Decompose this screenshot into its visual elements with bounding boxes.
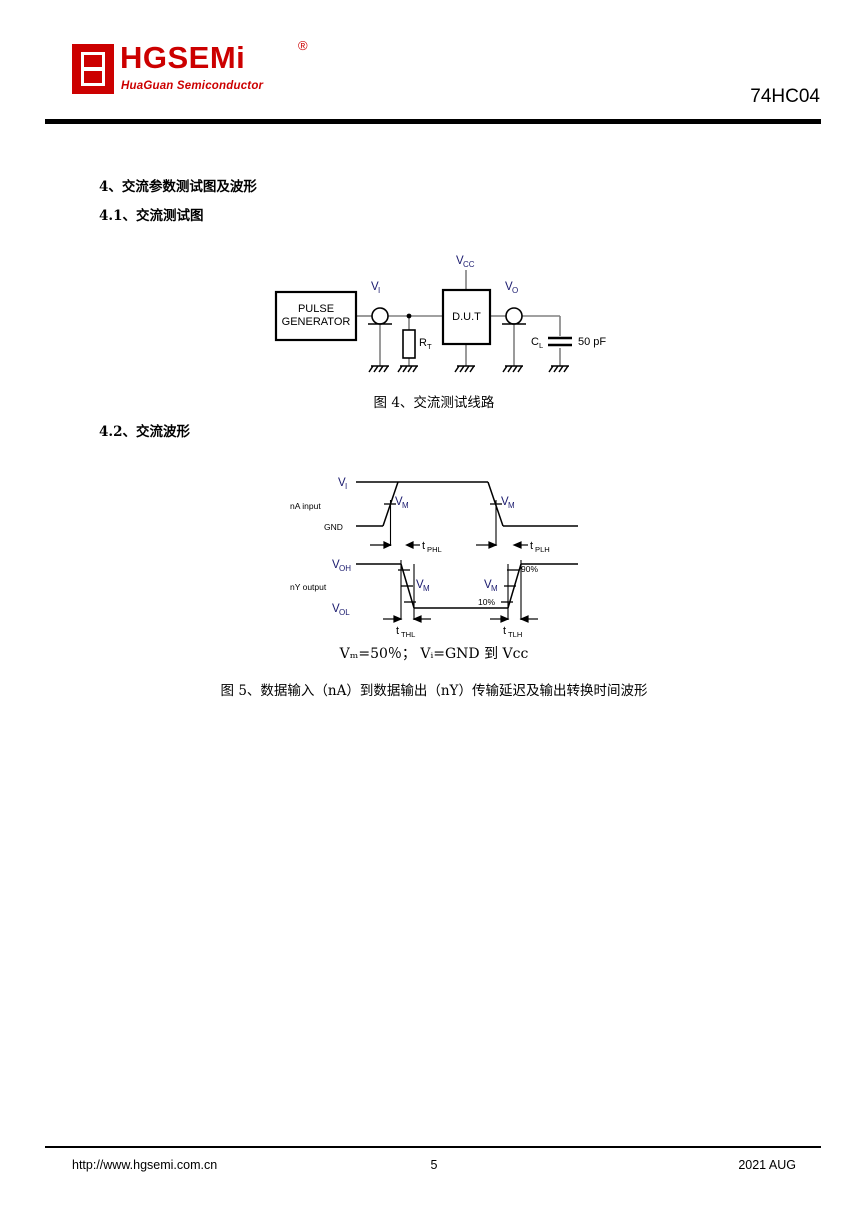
ground-symbol xyxy=(368,365,389,373)
output-vm-label-subscript-rise: M xyxy=(491,584,498,593)
output-vm-label-text-rise: V xyxy=(484,579,492,591)
vol-label-subscript: OL xyxy=(339,608,350,617)
tthl-label-subscript: THL xyxy=(401,630,415,638)
figure-5-caption: 图 5、数据输入（nA）到数据输出（nY）传输延迟及输出转换时间波形 xyxy=(220,683,648,699)
capacitance-value-label: 50 pF xyxy=(578,336,606,348)
vo-label-subscript: O xyxy=(512,286,518,295)
company-logo: HGSEMi ® HuaGuan Semiconductor xyxy=(72,38,332,108)
vi-probe: V I xyxy=(368,281,392,325)
header-divider xyxy=(45,119,821,124)
tplh-label-text: t xyxy=(530,540,533,552)
tphl-label-text: t xyxy=(422,540,425,552)
ground-symbol xyxy=(548,365,569,373)
output-waveform-trace xyxy=(356,563,578,609)
footer-website-url[interactable]: http://www.hgsemi.com.cn xyxy=(72,1158,218,1172)
output-reference-lines xyxy=(400,560,522,620)
circuit-wires xyxy=(356,270,561,366)
waveform-conditions-formula: Vₘ=50％； Vᵢ=GND 到 Vcc xyxy=(339,646,529,662)
input-vm-label-subscript-rise: M xyxy=(402,501,409,510)
vi-label-text: V xyxy=(371,281,379,293)
pulse-generator-label-line2: GENERATOR xyxy=(282,316,351,328)
dut-label: D.U.T xyxy=(452,311,481,323)
pulse-generator-box xyxy=(274,290,358,342)
rt-resistor: R T xyxy=(402,329,432,359)
ground-symbols xyxy=(368,365,569,373)
input-row-label: nA input xyxy=(290,501,321,511)
section-heading-4: 4、交流参数测试图及波形 xyxy=(99,179,257,195)
propagation-delay-markers xyxy=(370,541,528,549)
vi-waveform-label-text: V xyxy=(338,477,346,489)
ttlh-label-text: t xyxy=(503,625,506,637)
logo-tagline: HuaGuan Semiconductor xyxy=(121,80,264,92)
ground-symbol xyxy=(454,365,475,373)
section-heading-4-2: 4.2、交流波形 xyxy=(99,424,190,440)
junction-dot xyxy=(406,313,412,319)
vi-label-subscript: I xyxy=(378,286,380,295)
gnd-waveform-label: GND xyxy=(324,522,343,532)
ground-symbol xyxy=(502,365,523,373)
footer-divider xyxy=(45,1146,821,1148)
input-vm-label-text-fall: V xyxy=(501,496,509,508)
output-vm-label-text-fall: V xyxy=(416,579,424,591)
rt-label-subscript: T xyxy=(427,342,432,351)
tplh-label-subscript: PLH xyxy=(535,545,550,554)
input-reference-lines xyxy=(389,500,497,546)
transition-time-markers xyxy=(383,615,538,623)
ninety-percent-label: 90% xyxy=(521,564,538,574)
dut-box xyxy=(441,288,492,346)
output-vm-label-subscript-fall: M xyxy=(423,584,430,593)
vcc-label: V CC xyxy=(456,255,475,269)
ten-percent-label: 10% xyxy=(478,597,495,607)
registered-trademark-icon: ® xyxy=(298,38,308,53)
ttlh-label-subscript: TLH xyxy=(508,630,522,638)
logo-wordmark: HGSEMi xyxy=(120,40,246,75)
vi-waveform-label-subscript: I xyxy=(345,482,347,491)
rt-label-text: R xyxy=(419,337,427,349)
cl-label-subscript: L xyxy=(539,341,543,350)
footer-page-number: 5 xyxy=(430,1158,438,1172)
vol-label-text: V xyxy=(332,603,340,615)
tphl-label-subscript: PHL xyxy=(427,545,442,554)
input-vm-label-subscript-fall: M xyxy=(508,501,515,510)
ac-test-circuit-diagram: PULSE GENERATOR D.U.T V CC V I V O R T xyxy=(274,255,606,373)
part-number-title: 74HC04 xyxy=(750,86,820,107)
cl-label-text: C xyxy=(531,336,539,348)
ground-symbol xyxy=(397,365,418,373)
voh-label-text: V xyxy=(332,559,340,571)
logo-mark-icon xyxy=(72,44,114,94)
input-vm-label-text-rise: V xyxy=(395,496,403,508)
section-heading-4-1: 4.1、交流测试图 xyxy=(99,208,204,224)
voh-label-subscript: OH xyxy=(339,564,351,573)
figure-4-caption: 图 4、交流测试线路 xyxy=(373,395,495,411)
cl-capacitor: C L 50 pF xyxy=(531,336,606,350)
vcc-label-text: V xyxy=(456,255,464,267)
output-row-label: nY output xyxy=(290,582,327,592)
tthl-label-text: t xyxy=(396,625,399,637)
ac-waveform-diagram: V I nA input GND V M V M t PHL t PLH xyxy=(290,477,578,638)
vo-label-text: V xyxy=(505,281,513,293)
footer-revision-date: 2021 AUG xyxy=(738,1158,796,1172)
pulse-generator-label-line1: PULSE xyxy=(298,303,334,315)
vcc-label-subscript: CC xyxy=(463,260,475,269)
vo-probe: V O xyxy=(502,281,526,325)
